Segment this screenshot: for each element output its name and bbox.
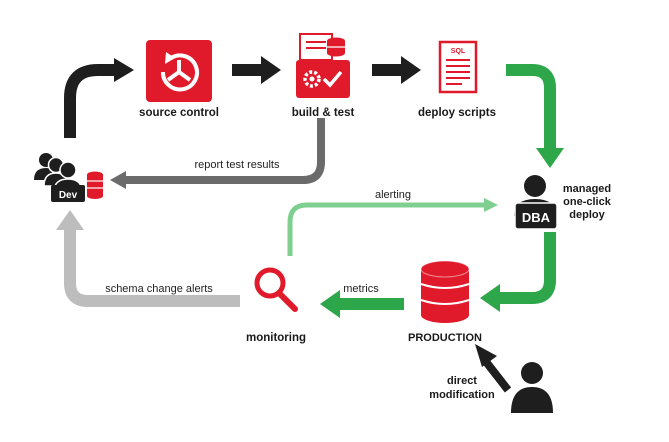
dba-label-line-1: managed [563, 183, 611, 195]
node-deploy-scripts: SQL deploy scripts [418, 40, 496, 119]
arrow-schema-change-alerts [56, 210, 240, 307]
deploy-scripts-label: deploy scripts [418, 107, 496, 119]
node-source-control: source control [139, 40, 219, 119]
edge-label-report-test-results: report test results [195, 159, 280, 171]
edge-label-alerting: alerting [375, 189, 411, 201]
node-dba: DBA managed one-click deploy [514, 175, 612, 230]
edge-label-schema-change-alerts: schema change alerts [105, 283, 213, 295]
magnifier-icon [254, 267, 298, 312]
database-icon [420, 260, 470, 323]
direct-modification-line-1: direct [447, 375, 477, 387]
build-test-icon [296, 33, 350, 98]
production-label: PRODUCTION [408, 332, 482, 344]
source-control-label: source control [139, 107, 219, 119]
sql-doc-text: SQL [451, 48, 466, 55]
node-monitoring: monitoring [246, 267, 306, 344]
direct-modification-line-2: modification [429, 389, 495, 401]
arrow-dba-to-production [480, 232, 556, 312]
dba-badge: DBA [522, 210, 551, 225]
sql-script-icon: SQL [438, 40, 478, 94]
node-user: direct modification [429, 362, 553, 413]
monitoring-label: monitoring [246, 332, 306, 344]
source-control-icon [146, 40, 212, 102]
arrow-source-to-build [232, 56, 281, 84]
arrow-alerting [287, 198, 498, 256]
arrow-build-to-deploy [372, 56, 421, 84]
dba-label-line-3: deploy [569, 209, 605, 221]
dba-person-icon [514, 175, 558, 230]
node-dev: Dev [34, 153, 104, 202]
dev-badge: Dev [59, 190, 78, 201]
build-test-label: build & test [292, 107, 355, 119]
edge-label-metrics: metrics [343, 283, 379, 295]
arrow-dev-to-source-control [64, 58, 134, 138]
node-build-test: build & test [292, 33, 355, 119]
person-icon [511, 362, 553, 413]
arrow-direct-modification [475, 344, 512, 393]
node-production: PRODUCTION [408, 260, 482, 344]
dev-team-icon [34, 153, 104, 202]
dba-label-line-2: one-click [563, 196, 612, 208]
arrow-deploy-to-dba [506, 64, 564, 168]
arrow-metrics [320, 290, 404, 318]
arrow-report-test-results [110, 118, 325, 189]
